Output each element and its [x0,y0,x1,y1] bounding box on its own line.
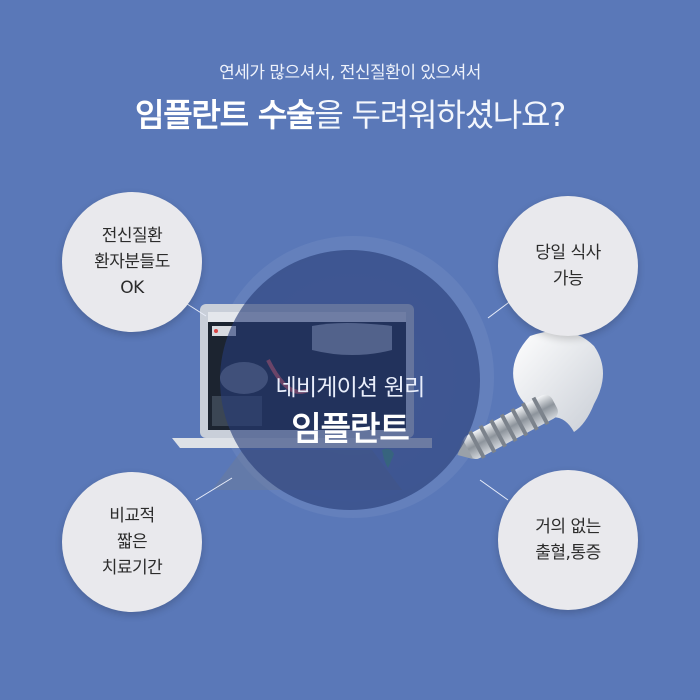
benefit-text: 거의 없는 출혈,통증 [535,517,601,563]
implant-screw [457,394,558,460]
headline-rest: 을 두려워하셨나요? [314,96,566,134]
screen-panel-icon [212,326,236,336]
benefit-bubble-short-treatment: 비교적 짧은 치료기간 [62,472,202,612]
subtitle: 연세가 많으셔서, 전신질환이 있으셔서 [219,63,481,83]
benefit-text: 전신질환 환자분들도 OK [94,226,170,298]
connector-bottom-left [195,477,233,501]
center-circle [220,250,480,510]
benefit-bubble-minimal-bleeding: 거의 없는 출혈,통증 [498,470,638,610]
record-dot-icon [214,329,218,333]
benefit-bubble-same-day-meal: 당일 식사 가능 [498,196,638,336]
connector-bottom-right [479,479,509,501]
benefit-text: 비교적 짧은 치료기간 [101,506,163,578]
center-title: 임플란트 [291,409,409,448]
benefit-bubble-systemic-disease: 전신질환 환자분들도 OK [62,192,202,332]
headline: 임플란트 수술을 두려워하셨나요? [0,90,700,136]
benefit-text: 당일 식사 가능 [535,243,601,289]
implant-illustration [457,330,603,460]
headline-strong: 임플란트 수술 [134,96,316,134]
center-caption: 네비게이션 원리 [275,375,425,401]
